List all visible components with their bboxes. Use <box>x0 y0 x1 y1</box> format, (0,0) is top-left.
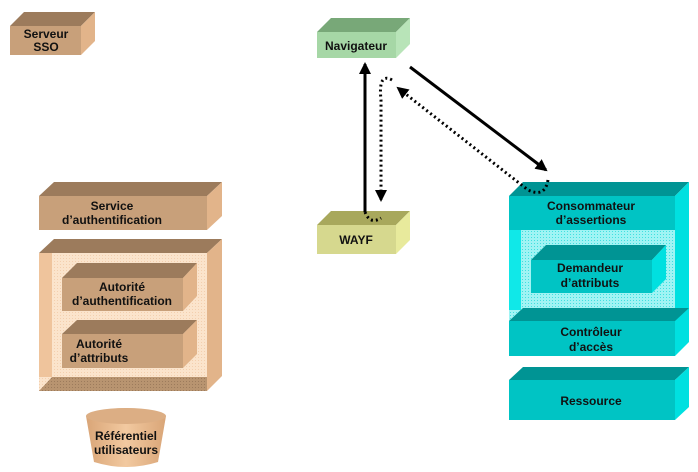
navigateur-label: Navigateur <box>325 39 387 53</box>
consommateur-label-2: d’assertions <box>556 213 627 227</box>
service-auth-label-1: Service <box>91 199 134 213</box>
autorite-attr-label-2: d’attributs <box>70 351 129 365</box>
edge-consommateur-to-navigateur <box>396 86 550 194</box>
consommateur-assertions-node: Consommateur d’assertions <box>547 199 635 227</box>
autorite-auth-label-1: Autorité <box>99 280 145 294</box>
referentiel-label-1: Référentiel <box>95 429 157 443</box>
edge-navigateur-to-wayf <box>363 76 393 222</box>
serveur-sso-label-1: Serveur <box>24 27 69 41</box>
wayf-node: WAYF <box>317 211 410 254</box>
wayf-label: WAYF <box>339 233 373 247</box>
demandeur-attributs-node: Demandeur d’attributs <box>531 245 666 293</box>
referentiel-utilisateurs-node: Référentiel utilisateurs <box>86 408 166 467</box>
serveur-sso-label-2: SSO <box>33 40 58 54</box>
navigateur-node: Navigateur <box>317 18 410 58</box>
service-authentification-node: Service d’authentification <box>39 182 222 230</box>
controleur-acces-node: Contrôleur d’accès <box>509 308 689 356</box>
autorite-attr-label-1: Autorité <box>76 337 122 351</box>
authority-container <box>39 239 222 391</box>
demandeur-label-2: d’attributs <box>561 276 620 290</box>
consommateur-label-1: Consommateur <box>547 199 635 213</box>
ressource-node: Ressource <box>509 367 689 420</box>
controleur-label-1: Contrôleur <box>560 325 622 339</box>
autorite-authentification-node: Autorité d’authentification <box>62 263 197 311</box>
autorite-auth-label-2: d’authentification <box>72 294 172 308</box>
referentiel-label-2: utilisateurs <box>94 443 158 457</box>
service-auth-label-2: d’authentification <box>62 213 162 227</box>
autorite-attributs-node: Autorité d’attributs <box>62 320 197 368</box>
serveur-sso-node: Serveur SSO <box>10 12 95 55</box>
controleur-label-2: d’accès <box>569 340 613 354</box>
edge-navigateur-to-consommateur <box>409 65 548 172</box>
demandeur-label-1: Demandeur <box>557 261 623 275</box>
ressource-label: Ressource <box>560 394 622 408</box>
